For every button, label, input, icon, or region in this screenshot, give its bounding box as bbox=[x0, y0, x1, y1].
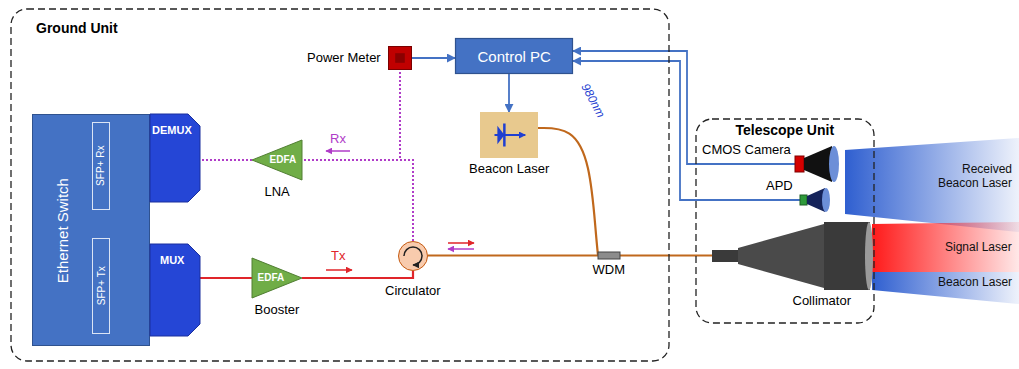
node-label: Circulator bbox=[385, 284, 441, 299]
shape-part bbox=[598, 252, 620, 259]
node-outline bbox=[398, 241, 428, 271]
shape-part bbox=[738, 224, 824, 288]
apd-detector: APD bbox=[800, 188, 830, 212]
booster-amplifier: EDFABooster bbox=[252, 258, 302, 298]
shape-part bbox=[395, 53, 405, 63]
demux-block: DEMUX bbox=[150, 114, 200, 202]
rx-direction bbox=[448, 248, 474, 250]
node-label: MUX bbox=[160, 254, 184, 267]
connector bbox=[200, 159, 252, 161]
node-label: APD bbox=[766, 179, 793, 194]
shape-part bbox=[33, 115, 150, 346]
shape-part bbox=[865, 222, 873, 290]
beam-label: Received Beacon Laser bbox=[932, 163, 1012, 191]
shape-part bbox=[150, 244, 200, 336]
shape-part bbox=[822, 188, 830, 212]
shape-part bbox=[150, 114, 200, 202]
connector bbox=[302, 271, 413, 278]
control-pc: Control PC bbox=[455, 38, 573, 74]
rx-arrow bbox=[326, 150, 350, 152]
signal-label: Tx bbox=[331, 249, 345, 264]
node-label: SFP+ Tx bbox=[95, 266, 107, 305]
collimator: Collimator bbox=[712, 222, 872, 290]
connector bbox=[428, 254, 598, 256]
beacon-laser: Beacon Laser bbox=[480, 112, 538, 158]
shape-part bbox=[252, 140, 302, 180]
shape-part bbox=[404, 247, 422, 265]
shape-part bbox=[389, 47, 412, 70]
mux-block: MUX bbox=[150, 244, 200, 336]
shape-part bbox=[824, 222, 870, 290]
telescope-unit-region: CMOS CameraAPDCollimatorTelescope Unit bbox=[695, 118, 875, 324]
wdm-coupler: WDM bbox=[598, 252, 620, 259]
node-label: DEMUX bbox=[152, 124, 192, 137]
node-outline bbox=[32, 114, 150, 346]
node-label: Ground Unit bbox=[36, 20, 118, 36]
circulator: Circulator bbox=[398, 241, 428, 271]
node-label: Power Meter bbox=[307, 51, 381, 66]
beam-label: Signal Laser bbox=[945, 241, 1012, 255]
ground-unit-region: SFP+ Rx SFP+ Tx Ethernet Switch DEMUX MUX Pow… bbox=[10, 8, 670, 362]
shape-part bbox=[252, 258, 302, 298]
node-outline bbox=[800, 188, 830, 212]
node-caption: Booster bbox=[255, 303, 300, 318]
connector bbox=[620, 254, 712, 256]
shape-part bbox=[804, 146, 832, 182]
connector bbox=[200, 277, 252, 279]
node-label: EDFA bbox=[258, 272, 285, 284]
node-outline bbox=[712, 222, 872, 290]
tx-direction bbox=[448, 242, 474, 244]
wavelength-label: 980nm bbox=[577, 81, 606, 120]
beacon-beam bbox=[872, 272, 1019, 304]
ethernet-switch: SFP+ Rx SFP+ Tx Ethernet Switch bbox=[32, 114, 150, 346]
shape-part bbox=[795, 156, 804, 172]
signal-label: Rx bbox=[330, 132, 346, 147]
node-label: CMOS Camera bbox=[702, 143, 791, 158]
node-label: WDM bbox=[593, 263, 626, 278]
node-label: EDFA bbox=[270, 154, 297, 166]
node-label: Telescope Unit bbox=[736, 122, 835, 138]
signal-beam bbox=[872, 222, 1019, 272]
lna-amplifier: EDFALNA bbox=[252, 140, 302, 180]
node-label: Control PC bbox=[478, 48, 551, 65]
received-beam bbox=[845, 138, 1019, 232]
connector bbox=[538, 128, 598, 256]
sfp-rx-port: SFP+ Rx bbox=[92, 122, 110, 210]
connector bbox=[302, 160, 413, 241]
shape-part bbox=[93, 123, 110, 210]
shape-part bbox=[399, 242, 428, 271]
shape-part bbox=[456, 39, 573, 74]
shape-part bbox=[497, 126, 504, 144]
node-label: Ethernet Switch bbox=[53, 178, 70, 283]
node-label: Collimator bbox=[793, 294, 852, 309]
shape-part bbox=[93, 239, 110, 334]
node-label: Beacon Laser bbox=[469, 162, 549, 177]
connector bbox=[573, 51, 795, 164]
node-caption: LNA bbox=[265, 185, 290, 200]
node-outline bbox=[795, 146, 841, 182]
node-outline bbox=[480, 112, 538, 158]
tx-arrow bbox=[326, 269, 352, 271]
power-meter: Power Meter bbox=[388, 46, 412, 70]
cmos-camera: CMOS Camera bbox=[795, 146, 841, 182]
shape-part bbox=[11, 9, 669, 361]
node-outline bbox=[388, 46, 412, 70]
beam-label: Beacon Laser bbox=[938, 276, 1012, 290]
connector bbox=[508, 74, 510, 112]
shape-part bbox=[696, 119, 874, 323]
shape-part bbox=[800, 195, 807, 205]
connector bbox=[400, 70, 413, 241]
shape-part bbox=[712, 250, 738, 262]
node-outline bbox=[598, 252, 620, 259]
connector bbox=[412, 57, 455, 59]
node-label: SFP+ Rx bbox=[95, 146, 107, 186]
shape-part bbox=[829, 146, 839, 182]
sfp-tx-port: SFP+ Tx bbox=[92, 238, 110, 334]
shape-part bbox=[480, 112, 538, 158]
